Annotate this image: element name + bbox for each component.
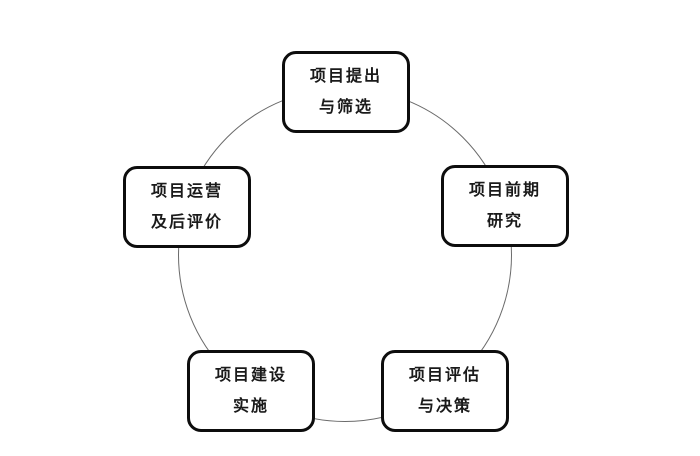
node-label-line: 与决策 <box>417 398 472 415</box>
node-label-line: 及后评价 <box>150 214 223 231</box>
node-label-line: 研究 <box>486 213 523 230</box>
node-project-proposal-screening: 项目提出 与筛选 <box>282 51 410 133</box>
node-label-line: 项目评估 <box>408 367 481 384</box>
node-label-line: 项目运营 <box>150 183 223 200</box>
node-label-line: 项目前期 <box>468 182 541 199</box>
node-label-line: 实施 <box>232 398 269 415</box>
node-label-line: 与筛选 <box>318 99 373 116</box>
node-label-line: 项目提出 <box>309 68 382 85</box>
node-project-construction-implementation: 项目建设 实施 <box>187 350 315 432</box>
node-project-evaluation-decision: 项目评估 与决策 <box>381 350 509 432</box>
node-project-preliminary-research: 项目前期 研究 <box>441 165 569 247</box>
node-project-operation-post-evaluation: 项目运营 及后评价 <box>123 166 251 248</box>
node-label-line: 项目建设 <box>214 367 287 384</box>
